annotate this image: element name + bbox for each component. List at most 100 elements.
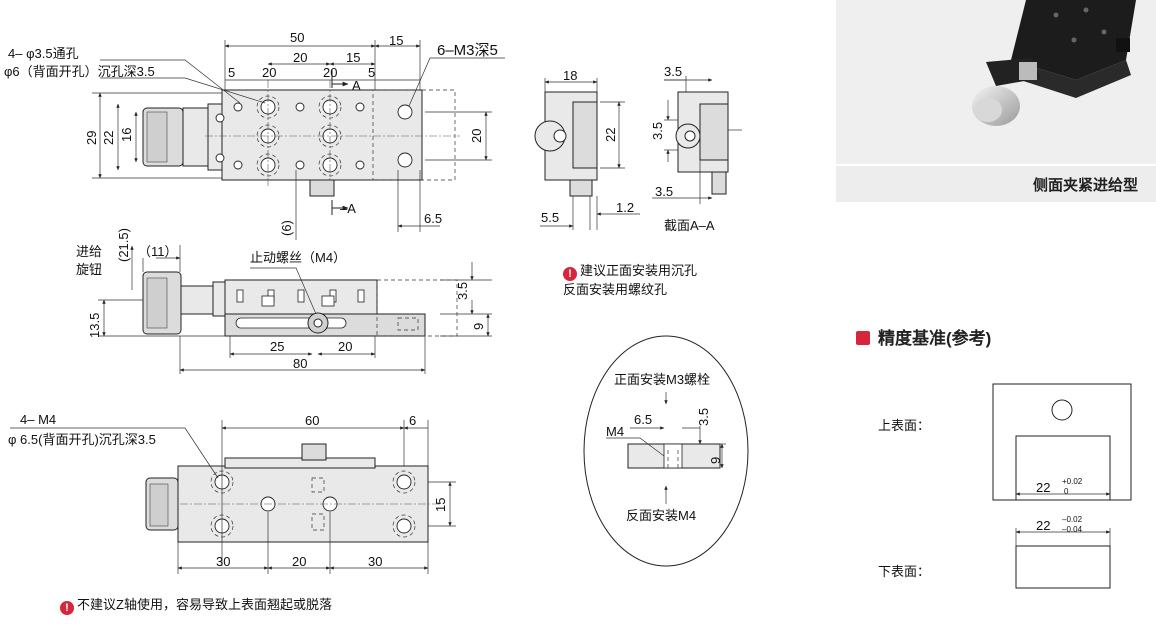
dim-6: (6) [279, 220, 294, 236]
dim-6-bottom: 6 [409, 413, 416, 428]
upper-surface-block [1015, 435, 1111, 501]
knob-top [142, 107, 184, 167]
dim-9-detail: 9 [708, 457, 723, 464]
end-view [534, 78, 640, 230]
dim-3-5-top: 3.5 [664, 64, 682, 79]
label-knob: 旋钮 [76, 262, 102, 277]
section-view [652, 76, 742, 204]
lock-screw-label: 止动螺丝（M4） [250, 250, 346, 265]
lower-tol-plus: –0.02 [1062, 515, 1083, 524]
dim-20c: 20 [323, 65, 337, 80]
lower-tol-minus: –0.04 [1062, 525, 1083, 534]
precision-labels: 上表面： 下表面： 22 +0.02 0 22 –0.02 –0.04 [878, 418, 1083, 579]
dim-5a: 5 [228, 65, 235, 80]
upper-dim: 22 [1036, 480, 1050, 495]
lower-dim: 22 [1036, 518, 1050, 533]
dim-30b: 30 [368, 554, 382, 569]
red-square-icon [856, 331, 870, 345]
dim-6-5-detail: 6.5 [634, 412, 652, 427]
photo-caption-bar: 侧面夹紧进给型 [836, 166, 1156, 202]
label-feed: 进给 [76, 244, 102, 259]
photo-caption: 侧面夹紧进给型 [1032, 177, 1138, 194]
dim-50: 50 [290, 30, 304, 45]
dim-1-2: 1.2 [616, 200, 634, 215]
lower-surface-label: 下表面： [878, 564, 930, 579]
side-view [98, 245, 492, 374]
dim-80: 80 [293, 356, 307, 371]
upper-tol-plus: +0.02 [1062, 477, 1083, 486]
dim-6-5: 6.5 [424, 211, 442, 226]
carriage-side-top [224, 279, 378, 315]
mount-note-line2: 反面安装用螺纹孔 [563, 282, 668, 297]
section-mark-top: A [352, 78, 361, 93]
lower-surface-block [1015, 545, 1111, 589]
upper-surface-outer [992, 383, 1132, 501]
dim-5b: 5 [368, 65, 375, 80]
mount-note: !建议正面安装用沉孔 反面安装用螺纹孔 [563, 262, 697, 299]
bottom-view [10, 420, 456, 574]
dim-15-top: 15 [389, 33, 403, 48]
callout-counterbore-bottom: φ 6.5(背面开孔)沉孔深3.5 [8, 432, 156, 447]
dim-9: 9 [471, 323, 486, 330]
carriage-top [221, 89, 423, 181]
top-view [92, 40, 505, 240]
dim-5-5: 5.5 [541, 210, 559, 225]
top-view-labels: 4– φ3.5通孔 φ6（背面开孔）沉孔深3.5 6–M3深5 50 15 20… [4, 30, 498, 236]
bottom-view-labels: 4– M4 φ 6.5(背面开孔)沉孔深3.5 60 6 15 30 20 30 [8, 412, 448, 569]
dim-18: 18 [563, 68, 577, 83]
callout-through-hole: 4– φ3.5通孔 [8, 46, 79, 61]
dim-11: （11） [138, 244, 178, 259]
knob-side [142, 271, 182, 335]
product-photo [836, 0, 1156, 164]
warning-icon: ! [60, 601, 74, 615]
section-view-labels: 3.5 3.5 3.5 截面A–A [650, 64, 715, 233]
dim-15b: 15 [346, 50, 360, 65]
section-mark-bottom: –A [340, 201, 356, 216]
bottom-note: !不建议Z轴使用，容易导致上表面翘起或脱落 [60, 594, 332, 615]
dim-60: 60 [305, 413, 319, 428]
bottom-note-text: 不建议Z轴使用，容易导致上表面翘起或脱落 [77, 597, 332, 612]
precision-title-text: 精度基准(参考) [878, 329, 992, 348]
stage-photo-drawing [836, 0, 1156, 164]
dim-22-end: 22 [603, 128, 618, 142]
dim-29: 29 [84, 131, 99, 145]
dim-3-5: 3.5 [455, 282, 470, 300]
dim-20a: 20 [293, 50, 307, 65]
dim-25: 25 [270, 339, 284, 354]
precision-diagrams [992, 383, 1132, 589]
section-body [677, 91, 729, 173]
base-bottom [177, 465, 429, 543]
carriage-side-base [224, 313, 426, 337]
dim-20b: 20 [262, 65, 276, 80]
end-view-labels: 18 22 5.5 1.2 [541, 68, 634, 225]
dim-22: 22 [101, 131, 116, 145]
dim-3-5-bottom: 3.5 [655, 184, 673, 199]
detail-bottom-label: 反面安装M4 [626, 508, 696, 523]
mount-note-line1: 建议正面安装用沉孔 [580, 263, 698, 278]
dim-20-right: 20 [469, 129, 484, 143]
section-label: 截面A–A [664, 218, 715, 233]
callout-tapped-hole: 6–M3深5 [437, 42, 498, 59]
dim-3-5-detail: 3.5 [696, 408, 711, 426]
dim-21-5: (21.5) [116, 228, 131, 262]
upper-tol-minus: 0 [1064, 487, 1069, 496]
side-view-labels: 进给 旋钮 （11） (21.5) 止动螺丝（M4） 3.5 9 13.5 25… [76, 228, 486, 371]
dim-13-5: 13.5 [87, 313, 102, 338]
warning-icon: ! [563, 267, 577, 281]
upper-surface-label: 上表面： [878, 418, 930, 433]
detail-top-label: 正面安装M3螺栓 [614, 372, 710, 387]
dim-16: 16 [119, 128, 134, 142]
knob-bottom [145, 477, 179, 531]
dim-30a: 30 [216, 554, 230, 569]
end-body [544, 91, 598, 181]
callout-m4: 4– M4 [20, 412, 56, 427]
dim-3-5-mid: 3.5 [650, 122, 665, 140]
dim-20-bottom: 20 [292, 554, 306, 569]
precision-section-title: 精度基准(参考) [856, 324, 991, 349]
dim-15-bottom: 15 [433, 498, 448, 512]
detail-view [583, 335, 749, 567]
detail-view-labels: 正面安装M3螺栓 6.5 3.5 M4 9 反面安装M4 [606, 372, 723, 523]
callout-counterbore: φ6（背面开孔）沉孔深3.5 [4, 64, 155, 79]
m4-label: M4 [606, 424, 624, 439]
dim-20-side: 20 [338, 339, 352, 354]
